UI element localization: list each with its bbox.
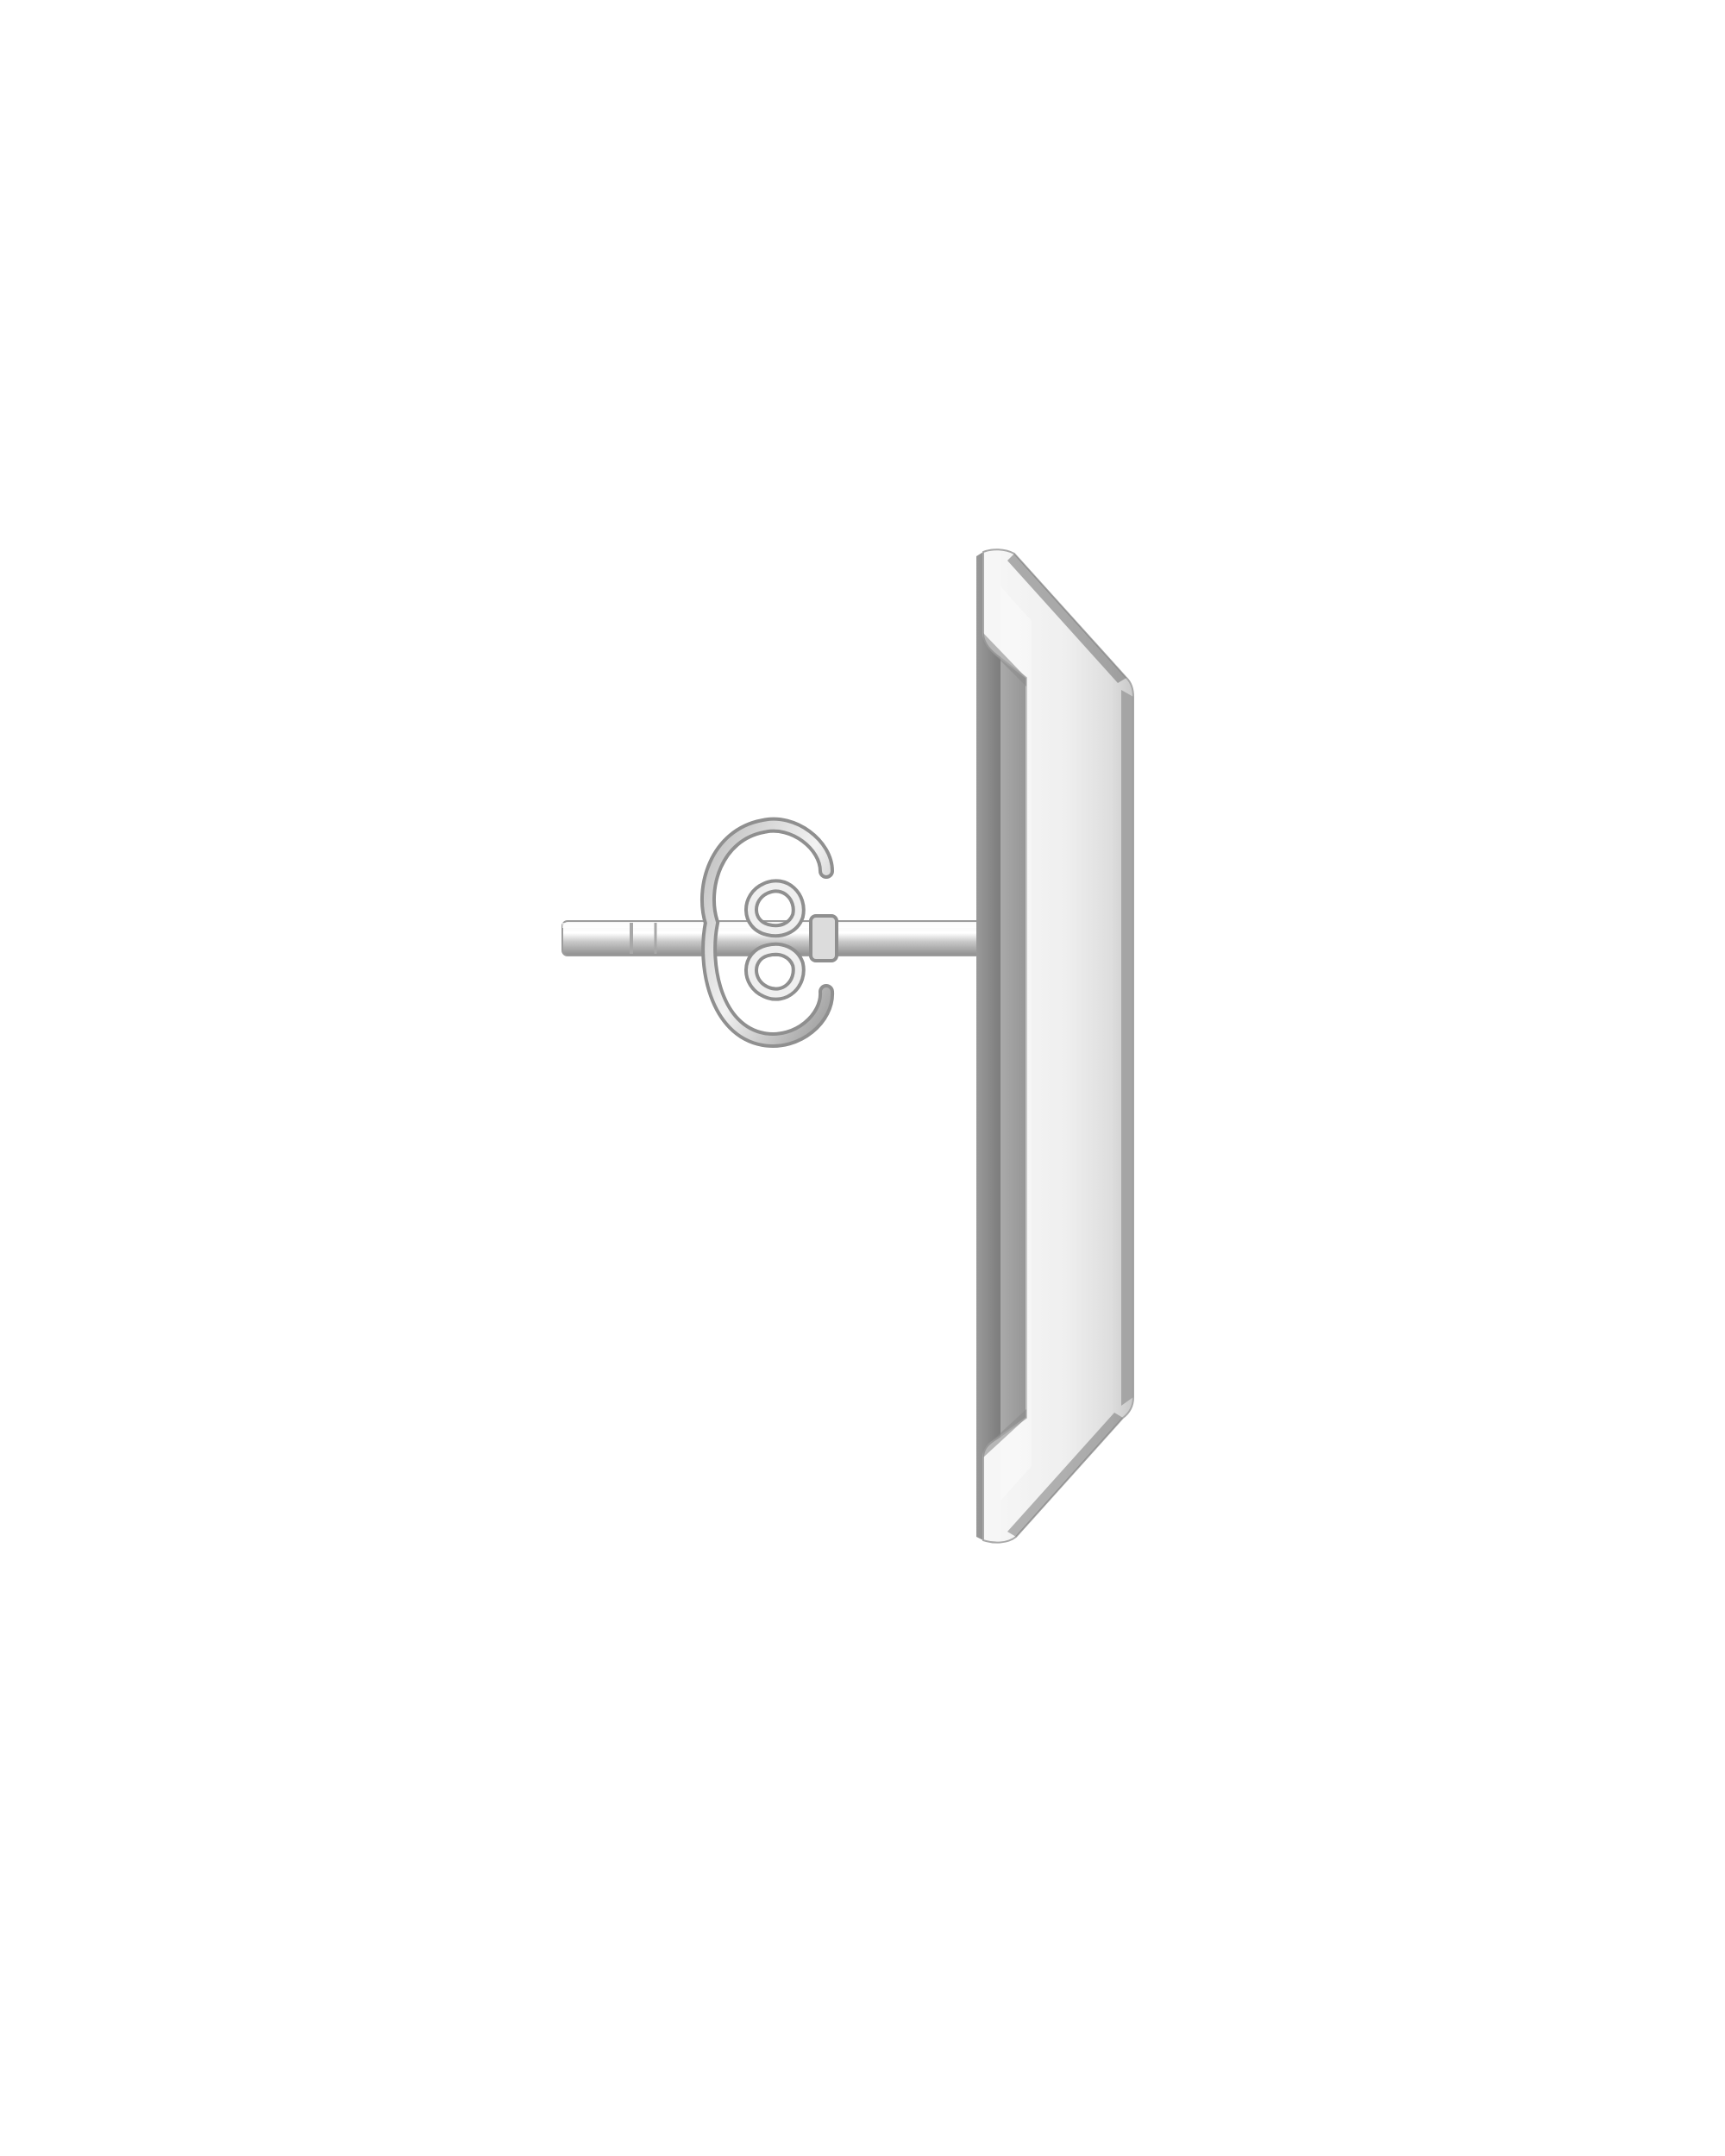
earring-back-clutch — [700, 817, 838, 1048]
earring-bar — [976, 548, 1134, 1544]
